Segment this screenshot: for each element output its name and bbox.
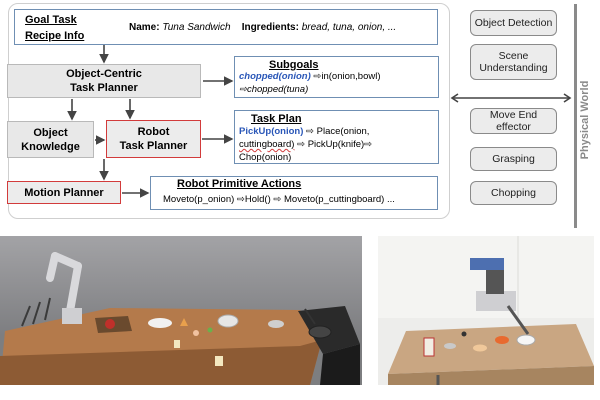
ingredients-label: Ingredients:: [241, 22, 299, 33]
task-pickup-knife: ⇨ PickUp(knife)⇨: [297, 139, 373, 150]
object-centric-line2: Task Planner: [70, 82, 138, 94]
real-world-scene-image: [378, 236, 594, 385]
subgoal-in-onion-bowl: ⇨in(onion,bowl): [313, 71, 381, 82]
simulation-scene-image: [0, 236, 362, 385]
module-grasping: Grasping: [470, 147, 557, 171]
real-world-scene-illustration: [378, 236, 594, 385]
recipe-details: Name: Tuna Sandwich Ingredients: bread, …: [129, 21, 396, 34]
robot-task-planner-line2: Task Planner: [119, 140, 188, 152]
object-knowledge-box: Object Knowledge: [7, 121, 94, 158]
simulation-scene-illustration: [0, 236, 362, 385]
motion-planner-box: Motion Planner: [7, 181, 121, 204]
task-cuttingboard: cuttingboard): [239, 139, 295, 150]
object-knowledge-line1: Object: [33, 126, 68, 139]
physical-world-label: Physical World: [579, 80, 591, 160]
motion-planner-label: Motion Planner: [24, 186, 104, 199]
subgoals-title: Subgoals: [269, 59, 319, 71]
module-object-detection: Object Detection: [470, 10, 557, 36]
robot-task-planner-line1: Robot: [137, 126, 170, 138]
goal-task-label: Goal Task: [25, 14, 77, 26]
task-plan-title: Task Plan: [251, 113, 302, 125]
object-knowledge-line2: Knowledge: [21, 140, 80, 153]
task-plan-line1: PickUp(onion) ⇨ Place(onion,: [239, 126, 369, 138]
name-value: Tuna Sandwich: [162, 22, 231, 33]
module-chopping: Chopping: [470, 181, 557, 205]
primitive-actions-line: Moveto(p_onion) ⇨Hold() ⇨ Moveto(p_cutti…: [163, 194, 395, 205]
module-move-end-effector: Move End effector: [470, 108, 557, 134]
object-centric-line1: Object-Centric: [66, 68, 142, 80]
primitive-actions-title: Robot Primitive Actions: [177, 178, 302, 190]
subgoals-line2: ⇨chopped(tuna): [239, 84, 309, 95]
name-label: Name:: [129, 22, 160, 33]
recipe-info-label: Recipe Info: [25, 30, 85, 42]
goal-task-box: Goal Task Recipe Info Name: Tuna Sandwic…: [14, 9, 438, 45]
task-pickup-onion: PickUp(onion): [239, 126, 304, 137]
task-plan-line2: cuttingboard) ⇨ PickUp(knife)⇨: [239, 139, 372, 151]
module-scene-understanding: Scene Understanding: [470, 44, 557, 80]
primitive-actions-box: Robot Primitive Actions Moveto(p_onion) …: [150, 176, 438, 210]
object-centric-task-planner-box: Object-Centric Task Planner: [7, 64, 201, 98]
physical-world-divider: [574, 4, 577, 228]
robot-task-planner-box: Robot Task Planner: [106, 120, 201, 158]
subgoal-chopped-onion: chopped(onion): [239, 71, 311, 82]
subgoals-box: Subgoals chopped(onion) ⇨in(onion,bowl) …: [234, 56, 439, 98]
ingredients-value: bread, tuna, onion, ...: [301, 22, 397, 33]
task-plan-line3: Chop(onion): [239, 152, 292, 163]
task-place-onion: ⇨ Place(onion,: [306, 126, 370, 137]
task-plan-box: Task Plan PickUp(onion) ⇨ Place(onion, c…: [234, 110, 439, 164]
subgoals-line1: chopped(onion) ⇨in(onion,bowl): [239, 71, 381, 83]
